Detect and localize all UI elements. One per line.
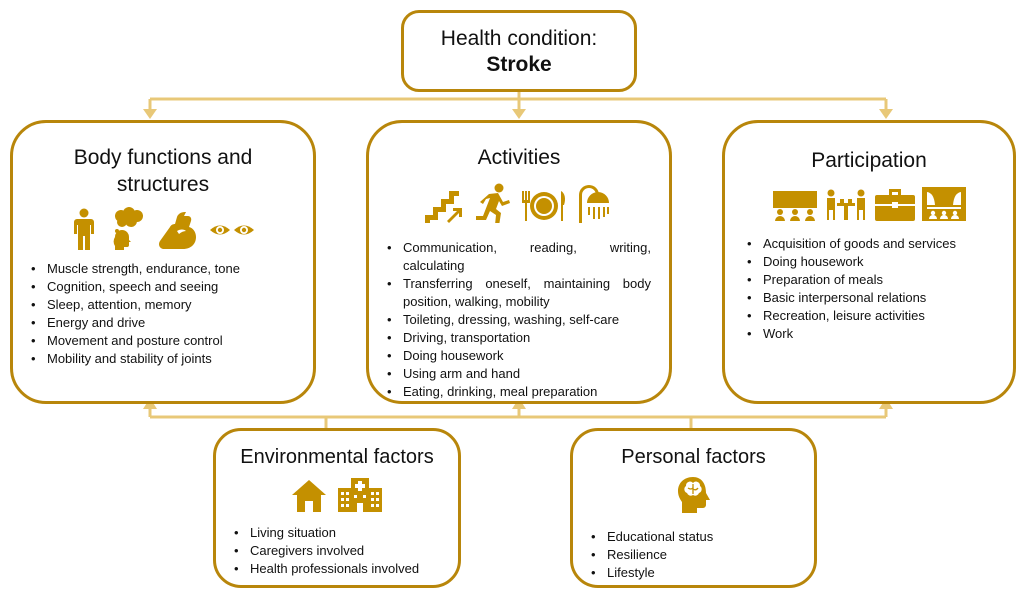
list-item: Mobility and stability of joints [29,350,301,368]
body-functions-title-line2: structures [116,173,210,196]
health-condition-value: Stroke [486,53,552,76]
list-item: Basic interpersonal relations [745,289,1001,307]
activities-list: Communication, reading, writing, calcula… [385,239,651,401]
briefcase-icon [874,189,915,221]
list-item: Movement and posture control [29,332,301,350]
plate-cutlery-icon [522,191,565,221]
theater-stage-icon [921,187,966,221]
environmental-factors-box: Environmental factors [213,428,461,588]
eyes-icon [210,225,254,235]
list-item: Resilience [589,546,804,564]
participation-box: Participation [722,120,1016,404]
list-item: Driving, transportation [385,329,651,347]
personal-factors-title: Personal factors [621,446,766,468]
list-item: Doing housework [385,347,651,365]
environmental-factors-list: Living situation Caregivers involved Hea… [232,524,448,578]
presentation-audience-icon [772,191,817,221]
list-item: Lifestyle [589,564,804,582]
health-condition-box: Health condition: Stroke [401,10,637,92]
running-person-icon [476,183,510,223]
list-item: Cognition, speech and seeing [29,278,301,296]
body-functions-list: Muscle strength, endurance, tone Cogniti… [29,260,301,368]
list-item: Caregivers involved [232,542,448,560]
list-item: Health professionals involved [232,560,448,578]
participation-list: Acquisition of goods and services Doing … [745,235,1001,343]
meeting-table-icon [826,189,865,220]
health-condition-label: Health condition: [440,27,598,50]
head-brain-icon [677,477,710,513]
hospital-icon [338,478,382,512]
list-item: Toileting, dressing, washing, self-care [385,311,651,329]
list-item: Preparation of meals [745,271,1001,289]
list-item: Sleep, attention, memory [29,296,301,314]
person-icon [74,208,94,250]
body-functions-box: Body functions and structures [10,120,316,404]
list-item: Transferring oneself, maintaining body p… [385,275,651,311]
thought-bubble-head-icon [113,207,143,250]
list-item: Acquisition of goods and services [745,235,1001,253]
list-item: Doing housework [745,253,1001,271]
list-item: Muscle strength, endurance, tone [29,260,301,278]
list-item: Living situation [232,524,448,542]
list-item: Eating, drinking, meal preparation [385,383,651,401]
personal-factors-box: Personal factors Educational status Resi… [570,428,817,588]
activities-title: Activities [477,146,561,169]
list-item: Communication, reading, writing, calcula… [385,239,651,275]
activities-box: Activities [366,120,672,404]
house-icon [292,480,326,512]
list-item: Recreation, leisure activities [745,307,1001,325]
shower-icon [579,185,609,223]
participation-title: Participation [811,149,927,172]
stairs-icon [425,191,462,223]
list-item: Energy and drive [29,314,301,332]
list-item: Using arm and hand [385,365,651,383]
body-functions-title-line1: Body functions and [73,146,253,169]
list-item: Work [745,325,1001,343]
list-item: Educational status [589,528,804,546]
flexed-arm-icon [159,212,196,249]
environmental-factors-title: Environmental factors [240,446,434,468]
personal-factors-list: Educational status Resilience Lifestyle [589,528,804,582]
